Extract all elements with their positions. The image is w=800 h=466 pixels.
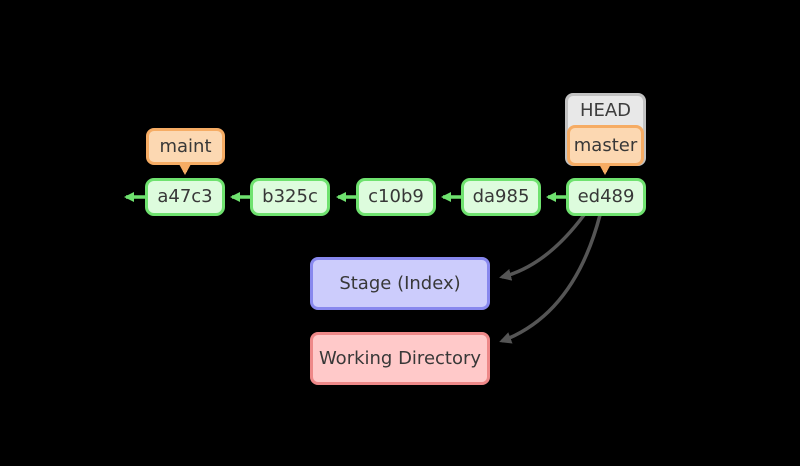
maint-ref-box[interactable]: maint (146, 128, 225, 165)
commit-node-c10b9[interactable]: c10b9 (356, 178, 436, 216)
commit-node-da985[interactable]: da985 (461, 178, 541, 216)
commit-node-ed489[interactable]: ed489 (566, 178, 646, 216)
arrow-ed489-to-working (499, 214, 602, 344)
working-directory-box[interactable]: Working Directory (310, 332, 490, 385)
commit-node-a47c3[interactable]: a47c3 (145, 178, 225, 216)
head-ref-label: HEAD (579, 100, 632, 121)
commit-id-label: a47c3 (157, 186, 213, 207)
commit-node-b325c[interactable]: b325c (250, 178, 330, 216)
commit-id-label: c10b9 (368, 186, 424, 207)
arrow-ed489-to-stage (499, 213, 586, 281)
stage-index-label: Stage (Index) (339, 272, 461, 294)
working-directory-label: Working Directory (318, 347, 482, 369)
commit-id-label: da985 (472, 186, 530, 207)
stage-index-box[interactable]: Stage (Index) (310, 257, 490, 310)
commit-id-label: b325c (262, 186, 318, 207)
maint-ref-label: maint (159, 135, 212, 157)
master-ref-box[interactable]: master (567, 125, 644, 166)
commit-id-label: ed489 (577, 186, 635, 207)
master-ref-label: master (573, 134, 638, 156)
